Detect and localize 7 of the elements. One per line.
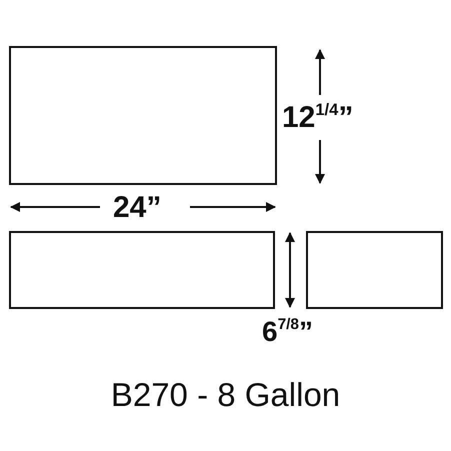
title: B270 - 8 Gallon xyxy=(110,378,342,411)
top-view-outline xyxy=(9,46,277,185)
dimension-label: 12$^{1/4}$” xyxy=(282,103,354,133)
dimension-label: 6$^{7/8}$” xyxy=(262,318,313,346)
dimension-label: 24” xyxy=(113,193,162,223)
side-view-outline xyxy=(306,231,443,309)
front-view-outline xyxy=(9,231,275,309)
